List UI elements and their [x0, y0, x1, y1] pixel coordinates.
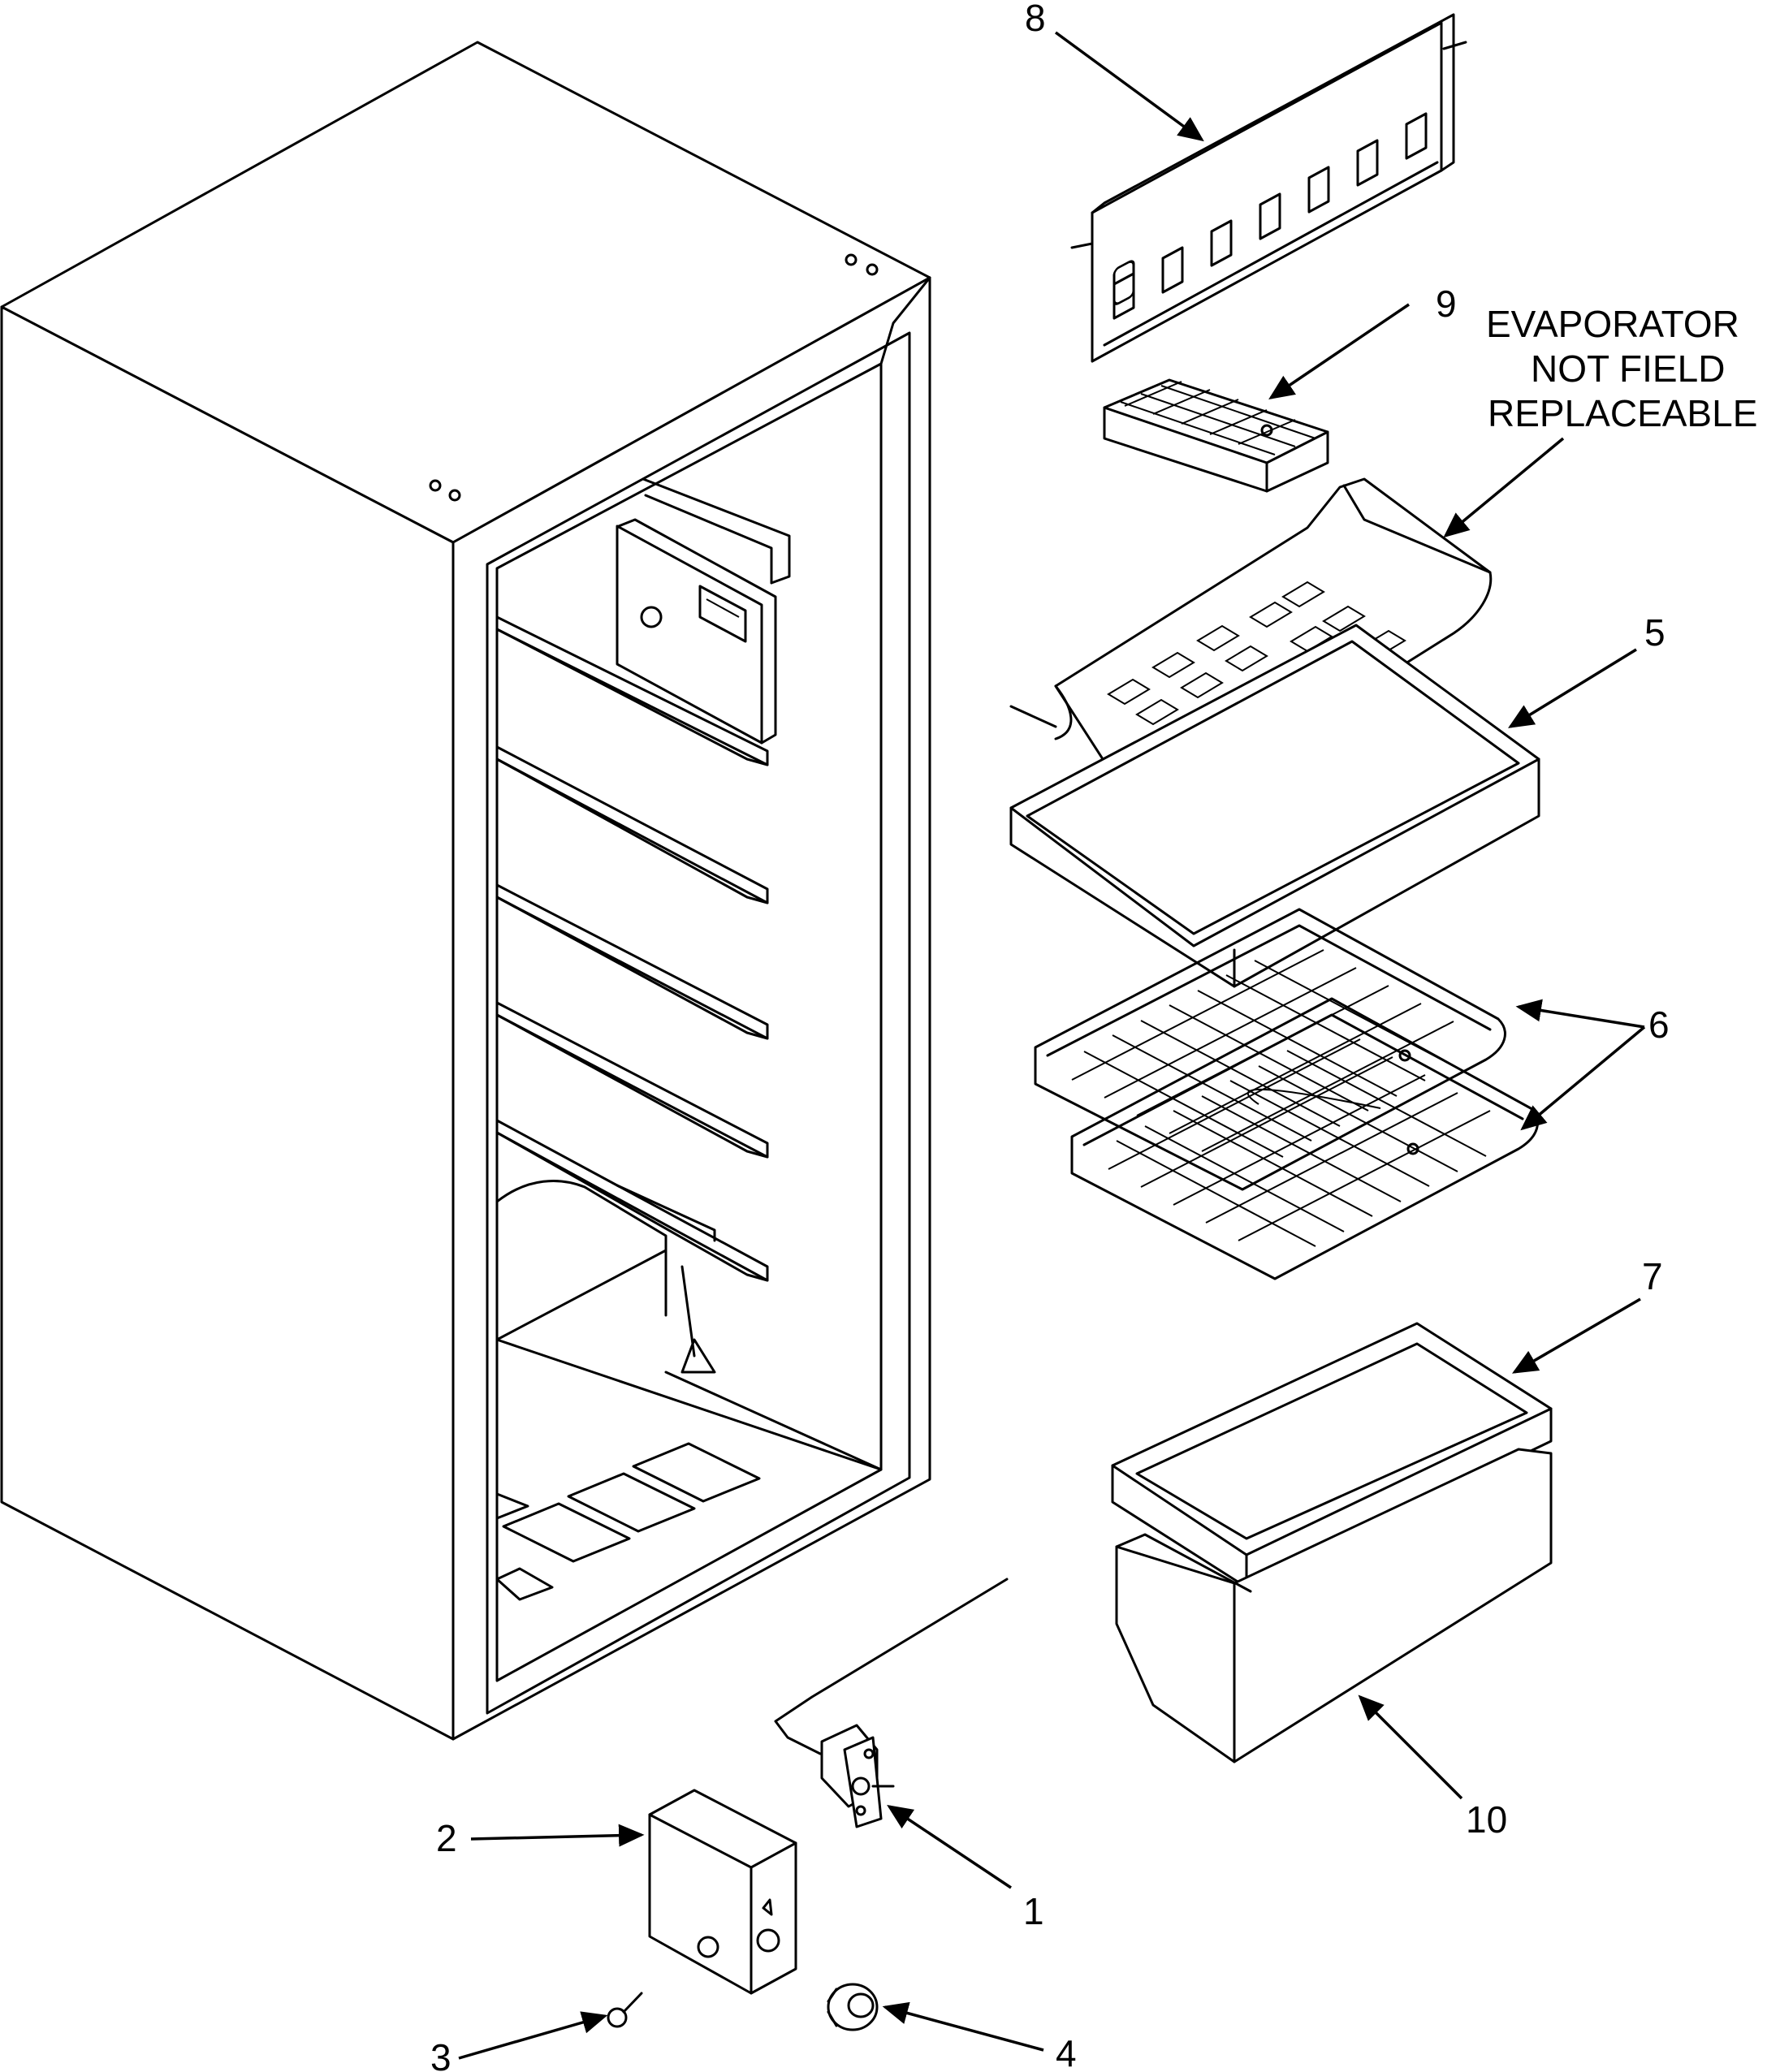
- leader-10: [1358, 1694, 1463, 1800]
- leader-7: [1511, 1297, 1641, 1374]
- part-2-control-housing: [648, 1789, 797, 1995]
- leader-4: [882, 2001, 1044, 2052]
- callout-9: 9: [1436, 283, 1457, 325]
- callout-7: 7: [1642, 1255, 1663, 1297]
- note-line-1: EVAPORATOR: [1486, 303, 1739, 345]
- callout-2: 2: [436, 1817, 457, 1859]
- callout-leaders: [458, 31, 1646, 2060]
- part-1-thermostat: [774, 1578, 1009, 1828]
- floor-drain-slots: [495, 1442, 761, 1601]
- leader-6b: [1520, 1025, 1646, 1131]
- leader-3: [458, 2011, 608, 2060]
- leader-evaporator: [1443, 437, 1565, 538]
- note-line-3: REPLACEABLE: [1488, 392, 1757, 434]
- part-6-wire-shelves: [1034, 908, 1539, 1280]
- part-8-door-shelf: [1070, 13, 1467, 363]
- shelf-supports: [495, 615, 769, 1282]
- leader-2: [470, 1824, 645, 1847]
- callout-8: 8: [1025, 0, 1046, 39]
- callout-1: 1: [1023, 1890, 1044, 1932]
- part-10-crisper-drawer: [1115, 1448, 1553, 1763]
- leader-6a: [1515, 999, 1645, 1029]
- callout-6: 6: [1648, 1004, 1670, 1046]
- leader-1: [887, 1805, 1012, 1889]
- part-9-ice-tray: [1103, 378, 1329, 493]
- callout-3: 3: [430, 2036, 451, 2072]
- refrigerator-cabinet: [0, 41, 931, 1741]
- evaporator-note: EVAPORATOR NOT FIELD REPLACEABLE: [1486, 303, 1757, 434]
- callout-labels: 8 9 5 6 7 10 1 2 3 4: [430, 0, 1670, 2072]
- part-5-drip-tray: [1009, 624, 1540, 988]
- callout-5: 5: [1644, 611, 1666, 654]
- callout-4: 4: [1056, 2032, 1077, 2072]
- part-4-knob: [827, 1983, 879, 2031]
- note-line-2: NOT FIELD: [1531, 347, 1725, 390]
- part-3-screw: [607, 1992, 643, 2028]
- leader-5: [1508, 648, 1637, 728]
- leader-9: [1268, 303, 1410, 399]
- leader-8: [1054, 31, 1204, 142]
- callout-10: 10: [1466, 1798, 1507, 1841]
